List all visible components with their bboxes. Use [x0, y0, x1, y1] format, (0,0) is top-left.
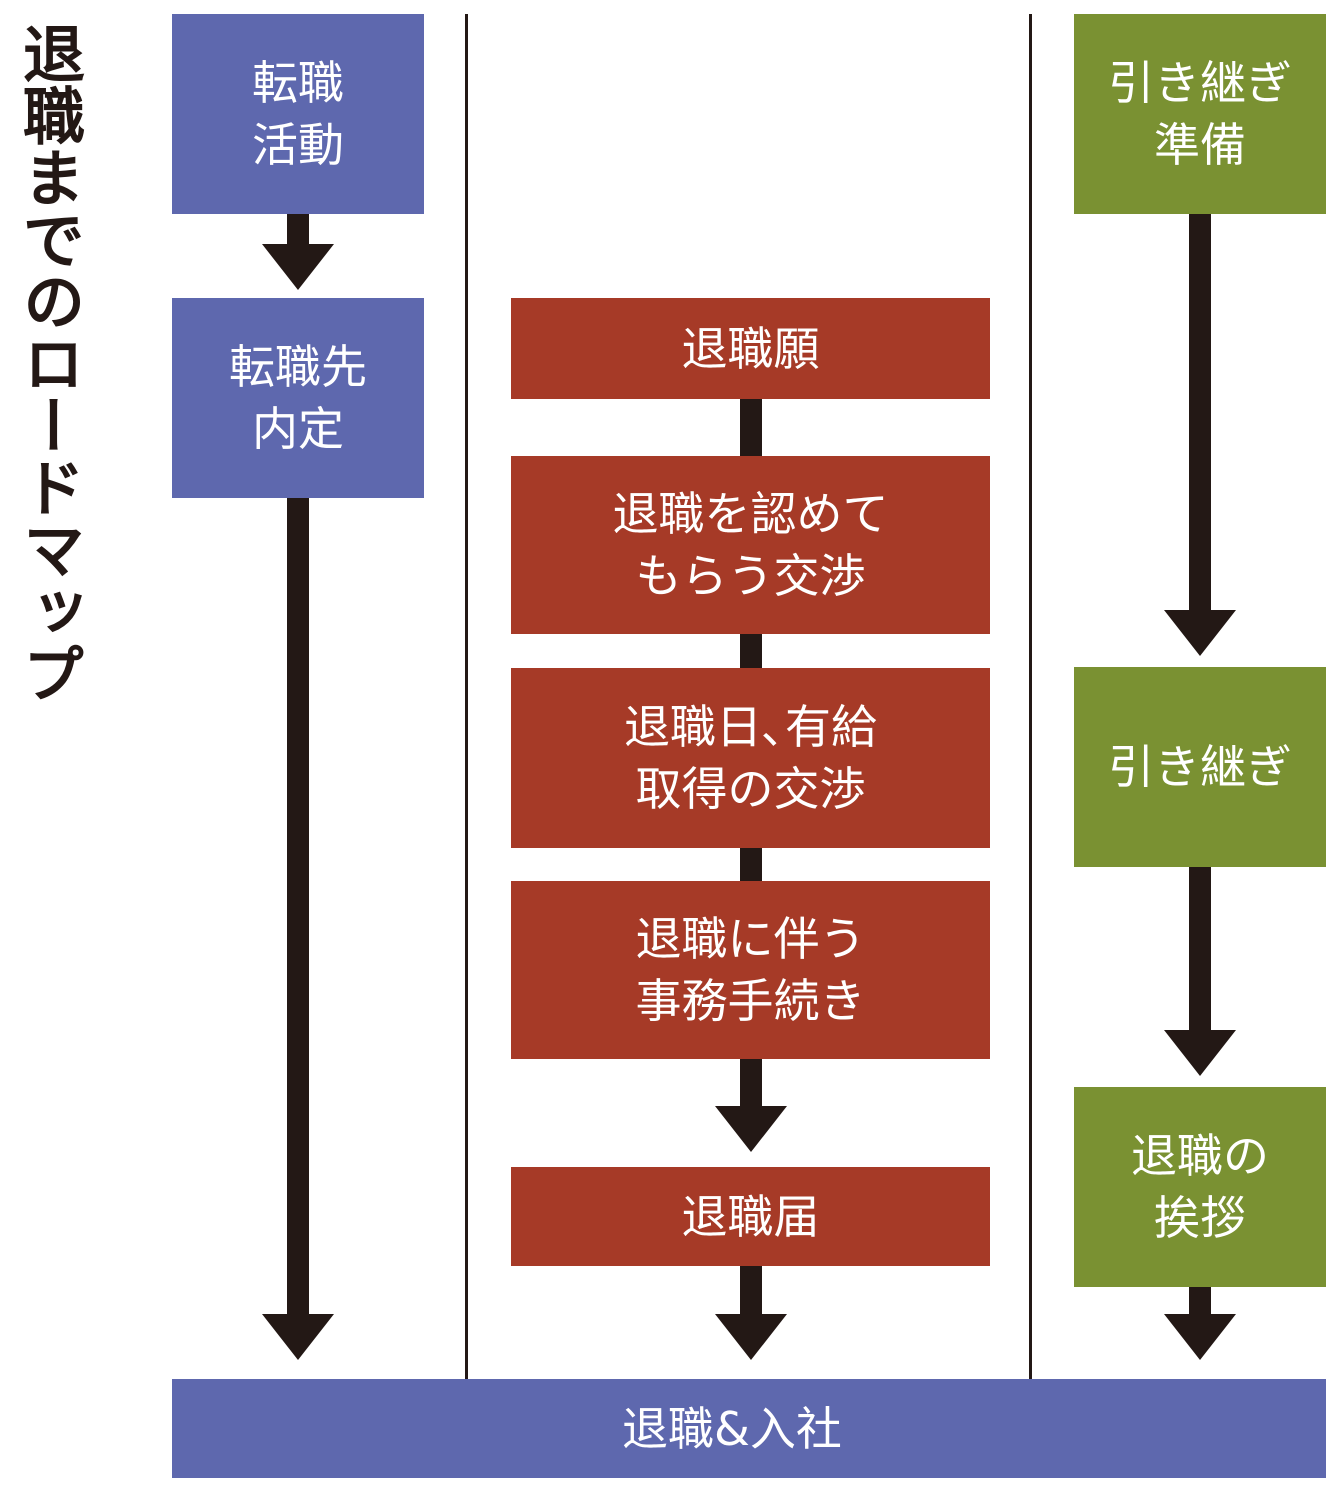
step-resignation-request: 退職願	[511, 298, 990, 399]
arrow-shaft	[287, 214, 309, 250]
arrow-down-icon	[715, 1106, 787, 1152]
arrow-down-icon	[1164, 1314, 1236, 1360]
column-divider-left	[465, 14, 468, 1380]
diagram-title: 退職までのロードマップ	[12, 22, 85, 704]
arrow-down-icon	[262, 244, 334, 290]
step-approval-negotiation: 退職を認めて もらう交渉	[511, 456, 990, 634]
arrow-down-icon	[715, 1314, 787, 1360]
arrow-shaft	[1189, 214, 1211, 614]
step-job-offer: 転職先 内定	[172, 298, 424, 498]
step-paperwork: 退職に伴う 事務手続き	[511, 881, 990, 1059]
arrow-down-icon	[1164, 610, 1236, 656]
arrow-shaft	[287, 498, 309, 1320]
step-job-hunting: 転職 活動	[172, 14, 424, 214]
arrow-shaft	[740, 848, 762, 881]
step-resignation-notice: 退職届	[511, 1167, 990, 1266]
arrow-down-icon	[262, 1314, 334, 1360]
step-farewell: 退職の 挨拶	[1074, 1087, 1326, 1287]
final-resign-and-join: 退職&入社	[172, 1379, 1326, 1478]
step-handover-prep: 引き継ぎ 準備	[1074, 14, 1326, 214]
arrow-shaft	[740, 399, 762, 456]
step-handover: 引き継ぎ	[1074, 667, 1326, 867]
step-date-leave-negotiation: 退職日､有給 取得の交渉	[511, 668, 990, 848]
arrow-down-icon	[1164, 1030, 1236, 1076]
arrow-shaft	[1189, 1287, 1211, 1320]
arrow-shaft	[740, 634, 762, 668]
arrow-shaft	[740, 1266, 762, 1320]
arrow-shaft	[740, 1059, 762, 1111]
arrow-shaft	[1189, 867, 1211, 1033]
column-divider-right	[1029, 14, 1032, 1380]
